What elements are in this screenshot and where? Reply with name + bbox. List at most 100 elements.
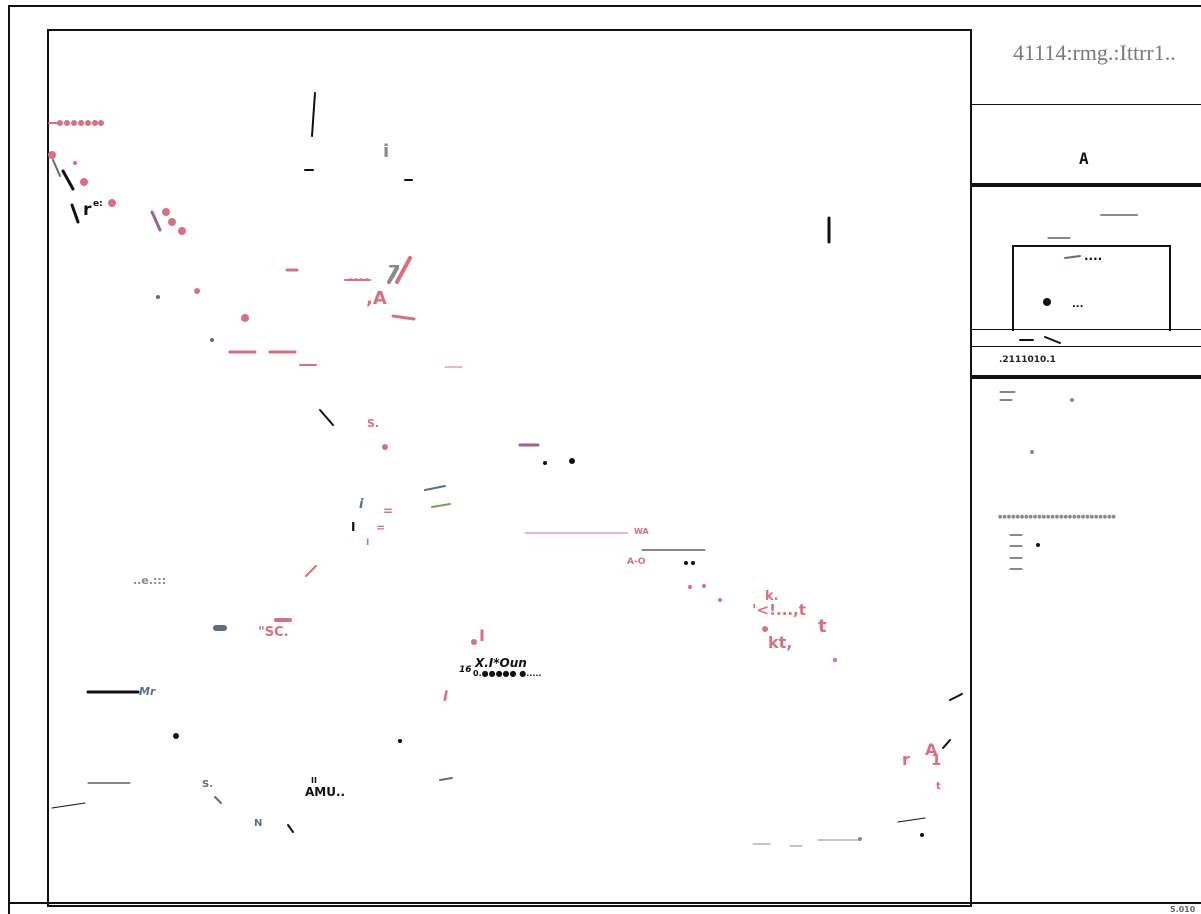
map-label: i xyxy=(359,497,364,512)
noise-dot xyxy=(398,739,402,743)
title-block-rule-2 xyxy=(970,183,1201,187)
noise-dot xyxy=(1036,543,1040,547)
noise-dot xyxy=(162,208,170,216)
map-label: kt, xyxy=(768,633,793,652)
map-label: 16 xyxy=(459,665,472,675)
outer-frame-left xyxy=(8,5,10,914)
noise-stroke xyxy=(424,485,446,491)
map-label: e: xyxy=(93,199,103,209)
noise-dot xyxy=(173,733,179,739)
map-label: 7 xyxy=(388,262,401,283)
title-block-rule-5 xyxy=(970,375,1201,379)
noise-dot xyxy=(71,120,77,126)
map-label: 1 xyxy=(931,751,942,769)
noise-dot xyxy=(1043,298,1051,306)
panel-mark: .... xyxy=(1084,249,1103,263)
map-label: AMU.. xyxy=(305,785,346,799)
noise-stroke xyxy=(897,817,926,823)
noise-dot xyxy=(688,585,692,589)
noise-dot xyxy=(1030,450,1034,454)
title-block-rule-4 xyxy=(970,346,1201,347)
noise-stroke xyxy=(1064,255,1081,259)
map-label: Mr xyxy=(139,685,156,698)
noise-dot xyxy=(85,120,91,126)
map-label: N xyxy=(254,818,263,829)
noise-dot xyxy=(48,151,56,159)
map-label: S. xyxy=(202,779,214,790)
map-label: S. xyxy=(367,417,380,430)
noise-stroke xyxy=(52,159,61,177)
noise-dot xyxy=(178,227,186,235)
inset-map-box xyxy=(1012,245,1171,331)
noise-dot xyxy=(1070,398,1074,402)
scale-note: 5.010 xyxy=(1170,905,1196,914)
map-label: I xyxy=(351,520,356,534)
map-label: k. xyxy=(765,589,779,604)
map-label: i xyxy=(383,141,390,162)
map-label: A xyxy=(925,740,938,759)
map-label: 0.●●●●● ●..... xyxy=(473,669,542,678)
noise-dot xyxy=(471,639,477,645)
map-label: A-O xyxy=(627,557,646,567)
noise-dot xyxy=(57,120,63,126)
sheet-letter: A xyxy=(1079,149,1089,168)
map-label: .... xyxy=(348,269,370,285)
panel-mark: ●●●●●●●●●●●●●●●●●●●●●●●●●●● xyxy=(998,514,1116,520)
map-label: I xyxy=(479,626,485,645)
map-label: t xyxy=(818,616,827,637)
map-label: r xyxy=(83,200,92,220)
noise-stroke xyxy=(949,693,963,701)
noise-stroke xyxy=(319,409,334,426)
map-label: r xyxy=(902,750,910,769)
noise-dot xyxy=(92,120,98,126)
map-label: WA xyxy=(634,527,649,536)
title-block-rule-1 xyxy=(970,104,1201,105)
noise-dot xyxy=(156,295,160,299)
map-frame xyxy=(47,29,972,907)
map-label: = xyxy=(383,504,394,518)
sheet-code: .2111010.1 xyxy=(999,355,1056,365)
map-label: "SC. xyxy=(258,625,289,640)
noise-dot xyxy=(78,120,84,126)
noise-stroke xyxy=(1044,336,1061,344)
map-label: II xyxy=(311,776,317,785)
noise-dot xyxy=(241,314,249,322)
noise-stroke xyxy=(942,739,951,749)
noise-dot xyxy=(64,120,70,126)
map-label: X.I*Oun xyxy=(475,656,527,670)
noise-stroke xyxy=(287,824,294,833)
noise-dot xyxy=(98,120,104,126)
noise-stroke xyxy=(150,210,162,232)
map-label: ,A xyxy=(366,288,387,309)
noise-stroke xyxy=(395,256,412,284)
panel-mark: ... xyxy=(1072,299,1084,310)
map-label: I xyxy=(443,689,449,705)
outer-frame-top xyxy=(8,5,1201,7)
noise-dot xyxy=(684,561,688,565)
map-label: t xyxy=(936,781,941,792)
noise-stroke xyxy=(311,92,316,137)
map-label: ..e.::: xyxy=(133,574,167,587)
map-label: I xyxy=(366,538,370,548)
noise-stroke xyxy=(305,565,317,577)
map-label: = xyxy=(376,521,386,534)
noise-stroke xyxy=(70,203,80,224)
noise-dot xyxy=(718,598,722,602)
noise-dot xyxy=(194,288,200,294)
noise-dot xyxy=(920,833,924,837)
noise-dot xyxy=(702,584,706,588)
noise-stroke xyxy=(431,503,451,508)
noise-stroke xyxy=(51,802,86,809)
noise-stroke xyxy=(61,169,75,191)
noise-dot xyxy=(382,444,388,450)
noise-dot xyxy=(108,199,116,207)
map-title: 41114:rmg.:Ittrr1.. xyxy=(1013,40,1176,65)
map-label: '<!...,t xyxy=(752,601,806,619)
noise-dot xyxy=(210,338,214,342)
noise-dot xyxy=(833,658,837,662)
noise-dot xyxy=(168,218,176,226)
noise-dot xyxy=(543,461,547,465)
title-block-rule-3 xyxy=(970,329,1201,330)
